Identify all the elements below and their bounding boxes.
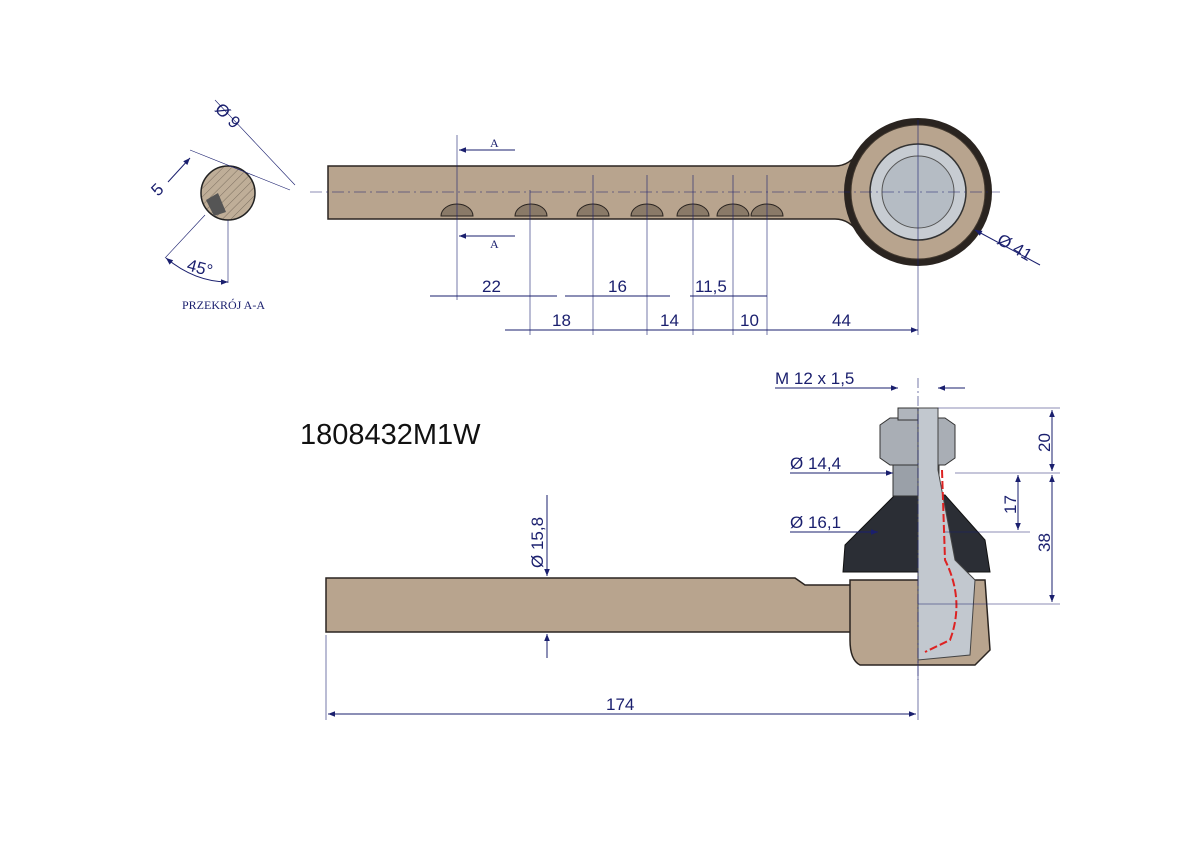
stud-diameter-14-4: Ø 14,4 (790, 454, 841, 473)
tie-rod-top (327, 147, 861, 238)
stud-diameter-16-1: Ø 16,1 (790, 513, 841, 532)
section-diameter-label: Ø 9 (211, 99, 244, 132)
dust-boot (842, 494, 991, 573)
height-38: 38 (1035, 533, 1054, 552)
spacing-22: 22 (482, 277, 501, 296)
top-view: A A 22 16 11,5 18 14 10 44 Ø 41 (310, 118, 1041, 335)
cut-label-top: A (490, 136, 499, 150)
height-20: 20 (1035, 433, 1054, 452)
flat-cut (206, 193, 226, 216)
part-number: 1808432M1W (300, 419, 481, 451)
total-length-label: 174 (606, 695, 634, 714)
grease-line (924, 469, 958, 653)
tie-rod-side (325, 577, 853, 633)
cut-label-bottom: A (490, 237, 499, 251)
spacing-11-5: 11,5 (695, 277, 727, 296)
thread-label: M 12 x 1,5 (775, 369, 854, 388)
side-view: M 12 x 1,5 Ø 14,4 Ø 16,1 20 17 38 Ø 15,8… (325, 369, 1060, 720)
spacing-44: 44 (832, 311, 851, 330)
section-width-label: 5 (147, 180, 167, 200)
spacing-10: 10 (740, 311, 759, 330)
stud-cutaway (917, 407, 976, 661)
spacing-18: 18 (552, 311, 571, 330)
spacing-16: 16 (608, 277, 627, 296)
section-angle-label: 45° (185, 256, 215, 281)
section-circle (200, 165, 256, 221)
section-view: Ø 9 5 45° PRZEKRÓJ A-A (147, 99, 296, 312)
rod-diameter-label: Ø 15,8 (528, 517, 547, 568)
spacing-14: 14 (660, 311, 679, 330)
height-17: 17 (1001, 495, 1020, 514)
section-title: PRZEKRÓJ A-A (182, 298, 265, 312)
